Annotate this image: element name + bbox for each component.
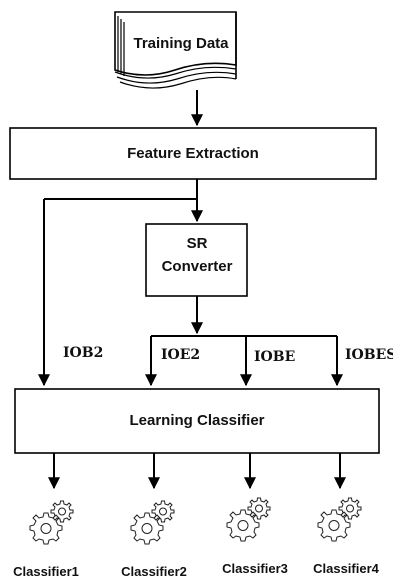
classifier4-label: Classifier4 <box>313 561 379 576</box>
edge-label-ioe2: IOE2 <box>161 347 201 363</box>
edge-label-iobe: IOBE <box>254 349 296 365</box>
sr-converter-label-line2: Converter <box>161 258 233 275</box>
feature-extraction-label: Feature Extraction <box>127 145 259 162</box>
edge-label-iobes: IOBES <box>345 347 393 363</box>
sr-converter-node <box>145 223 248 297</box>
training-data-node <box>114 11 237 89</box>
sr-converter-label-line1: SR <box>186 235 208 252</box>
training-data-label: Training Data <box>133 35 229 52</box>
classifier3-label: Classifier3 <box>222 561 288 576</box>
feature-extraction-node <box>9 127 377 180</box>
classifier1-label: Classifier1 <box>13 564 79 579</box>
learning-classifier-label: Learning Classifier <box>129 412 265 429</box>
learning-classifier-node <box>14 388 380 454</box>
edge-label-iob2: IOB2 <box>63 345 104 361</box>
classifier2-label: Classifier2 <box>121 564 187 579</box>
